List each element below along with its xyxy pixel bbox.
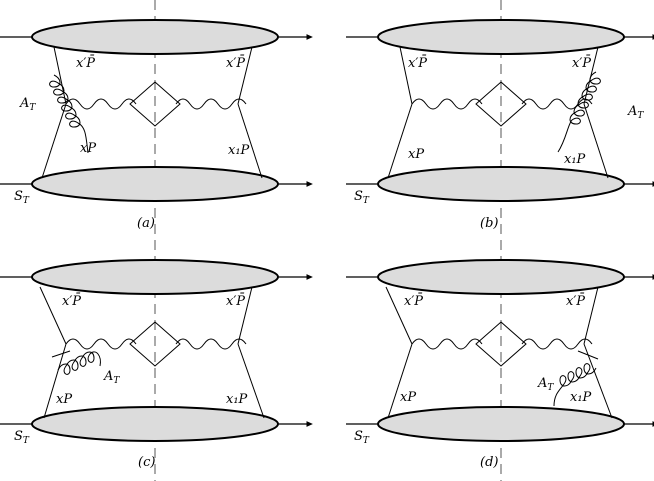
gluon-label: AT bbox=[19, 96, 36, 113]
quark-line-top-left bbox=[399, 46, 413, 105]
spin-label-main: S bbox=[354, 189, 363, 204]
quark-line-bottom-right bbox=[583, 103, 609, 179]
quark-line-bottom-right bbox=[583, 343, 613, 419]
lepton-loop bbox=[475, 81, 527, 127]
spin-label-sub: T bbox=[363, 196, 370, 206]
gluon-label-main: A bbox=[537, 376, 547, 391]
lepton-loop bbox=[129, 81, 181, 127]
quark-line-top-left bbox=[39, 286, 67, 345]
quark-line-top-right bbox=[237, 286, 253, 345]
cut-tick bbox=[577, 350, 599, 360]
label-top-right: x′P̄ bbox=[226, 55, 245, 71]
gluon-label-sub: T bbox=[637, 111, 644, 121]
gluon-line bbox=[553, 363, 597, 407]
spin-label-main: S bbox=[14, 429, 23, 444]
panel-caption: (d) bbox=[480, 455, 498, 470]
gluon-label: AT bbox=[627, 104, 644, 121]
spin-label: ST bbox=[14, 429, 30, 446]
label-top-left: x′P̄ bbox=[408, 55, 427, 71]
gluon-label-sub: T bbox=[29, 103, 36, 113]
label-top-right: x′P̄ bbox=[572, 55, 591, 71]
label-bottom-left: xP bbox=[408, 147, 424, 162]
label-top-left: x′P̄ bbox=[62, 293, 81, 309]
label-bottom-left: xP bbox=[400, 390, 416, 405]
spin-label-sub: T bbox=[363, 436, 370, 446]
label-top-left: x′P̄ bbox=[76, 55, 95, 71]
gluon-line bbox=[49, 74, 89, 154]
label-top-right: x′P̄ bbox=[226, 293, 245, 309]
quark-line-bottom-left bbox=[387, 343, 413, 419]
panel-d: x′P̄ x′P̄ xP x₁P AT ST (d) bbox=[346, 259, 654, 470]
gluon-label-main: A bbox=[627, 104, 637, 119]
blob-bottom bbox=[377, 166, 625, 202]
spin-label: ST bbox=[354, 189, 370, 206]
quark-line-bottom-left bbox=[387, 103, 413, 179]
quark-line-bottom-right bbox=[237, 103, 263, 179]
panel-b: x′P̄ x′P̄ xP x₁P AT ST (b) bbox=[346, 19, 654, 231]
spin-label: ST bbox=[14, 189, 30, 206]
quark-line-top-right bbox=[237, 46, 253, 105]
gluon-line bbox=[57, 351, 101, 375]
gluon-label: AT bbox=[537, 376, 554, 393]
spin-label-sub: T bbox=[23, 436, 30, 446]
quark-line-top-left bbox=[53, 46, 67, 105]
blob-top bbox=[377, 19, 625, 55]
photon-left bbox=[411, 98, 483, 110]
quark-line-bottom-right bbox=[237, 343, 265, 419]
label-bottom-left: xP bbox=[80, 141, 96, 156]
spin-label-main: S bbox=[14, 189, 23, 204]
panel-caption: (b) bbox=[480, 216, 498, 231]
gluon-label-sub: T bbox=[113, 376, 120, 386]
spin-label: ST bbox=[354, 429, 370, 446]
spin-label-sub: T bbox=[23, 196, 30, 206]
label-bottom-right: x₁P bbox=[570, 390, 592, 405]
panel-c: x′P̄ x′P̄ xP x₁P AT ST (c) bbox=[0, 259, 313, 470]
gluon-label-main: A bbox=[103, 369, 113, 384]
gluon-label-sub: T bbox=[547, 383, 554, 393]
blob-bottom bbox=[31, 166, 279, 202]
quark-line-top-right bbox=[583, 286, 599, 345]
panel-a: x′P̄ x′P̄ xP x₁P AT ST (a) bbox=[0, 19, 313, 231]
label-bottom-left: xP bbox=[56, 392, 72, 407]
gluon-line bbox=[557, 71, 601, 153]
photon-left bbox=[65, 338, 137, 350]
panel-caption: (c) bbox=[138, 455, 155, 470]
blob-bottom bbox=[31, 406, 279, 442]
panel-caption: (a) bbox=[137, 216, 155, 231]
photon-left bbox=[65, 98, 137, 110]
photon-right bbox=[521, 338, 593, 350]
lepton-loop bbox=[475, 321, 527, 367]
photon-right bbox=[521, 98, 593, 110]
label-bottom-right: x₁P bbox=[226, 392, 248, 407]
lepton-loop bbox=[129, 321, 181, 367]
blob-bottom bbox=[377, 406, 625, 442]
cut-tick bbox=[51, 350, 71, 358]
photon-right bbox=[175, 98, 247, 110]
blob-top bbox=[31, 259, 279, 295]
blob-top bbox=[31, 19, 279, 55]
label-top-right: x′P̄ bbox=[566, 293, 585, 309]
blob-top bbox=[377, 259, 625, 295]
photon-left bbox=[411, 338, 483, 350]
quark-line-top-left bbox=[385, 286, 413, 345]
quark-line-bottom-left bbox=[41, 103, 67, 179]
quark-line-bottom-left bbox=[43, 343, 67, 419]
gluon-label-main: A bbox=[19, 96, 29, 111]
gluon-label: AT bbox=[103, 369, 120, 386]
label-bottom-right: x₁P bbox=[564, 152, 586, 167]
photon-right bbox=[175, 338, 247, 350]
label-bottom-right: x₁P bbox=[228, 143, 250, 158]
spin-label-main: S bbox=[354, 429, 363, 444]
label-top-left: x′P̄ bbox=[404, 293, 423, 309]
